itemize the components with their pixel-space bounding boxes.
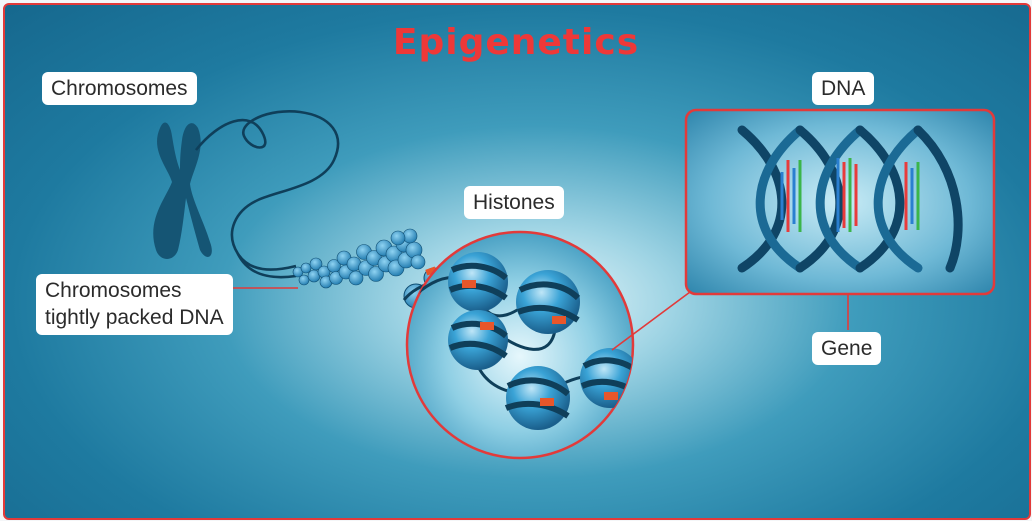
packed-dna-label: Chromosomes tightly packed DNA xyxy=(36,274,233,335)
histone-5 xyxy=(580,348,640,408)
chromosomes-label: Chromosomes xyxy=(42,72,197,105)
histone-4 xyxy=(506,366,570,430)
packed-dna-label-line1: Chromosomes xyxy=(45,277,224,304)
packed-dna-label-line2: tightly packed DNA xyxy=(45,304,224,331)
dna-label: DNA xyxy=(812,72,874,105)
histone-2 xyxy=(516,270,580,334)
dna-zoom-box xyxy=(686,110,994,294)
dna-strand xyxy=(196,111,338,269)
histone-3 xyxy=(448,310,508,370)
histones-zoom-circle xyxy=(407,232,640,458)
histones-label: Histones xyxy=(464,186,564,219)
gene-label: Gene xyxy=(812,332,881,365)
diagram-title: Epigenetics xyxy=(0,22,1032,63)
histone-1 xyxy=(448,252,508,312)
